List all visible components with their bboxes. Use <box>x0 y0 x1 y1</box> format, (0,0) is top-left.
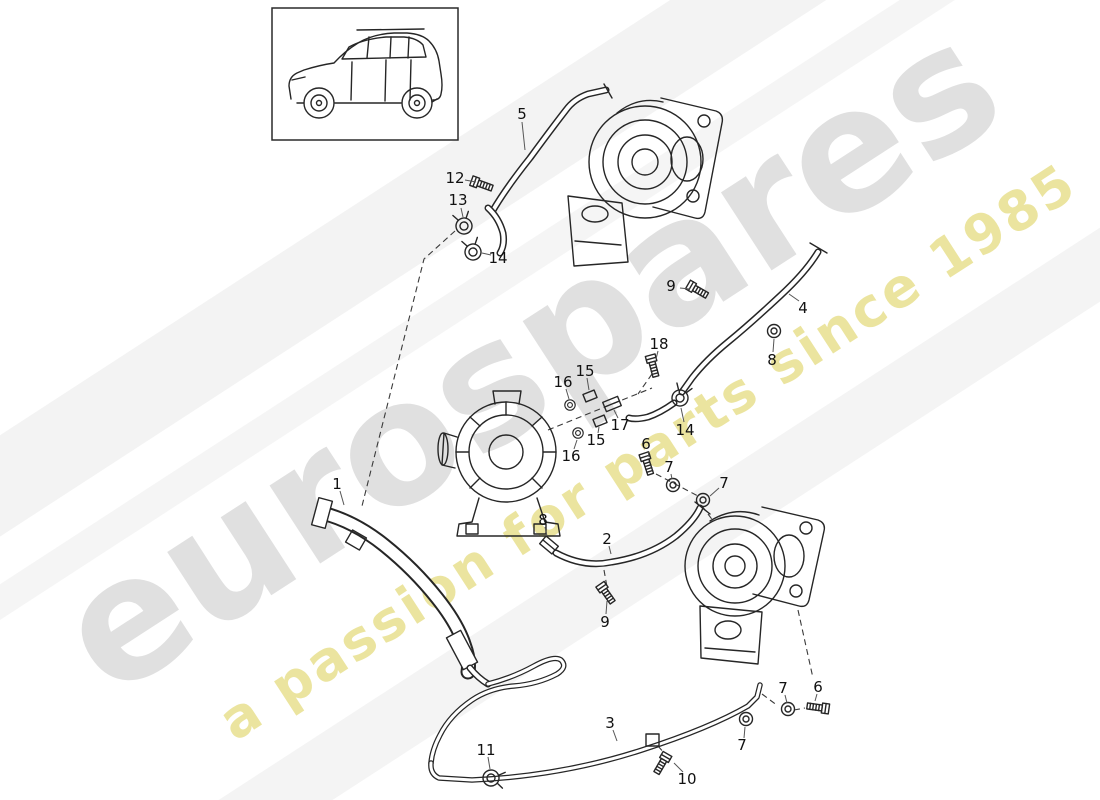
callout-label-13-2[interactable]: 13 <box>448 191 467 209</box>
vehicle-thumbnail <box>271 7 459 141</box>
swoosh-band-thin <box>0 0 1100 766</box>
tube-inner-highlight <box>680 250 820 394</box>
callout-label-16-12[interactable]: 16 <box>561 447 580 465</box>
callout-label-6-23[interactable]: 6 <box>813 678 823 696</box>
callout-label-9-20[interactable]: 9 <box>600 613 610 631</box>
callout-leader-line <box>605 600 608 615</box>
union-15a-part <box>582 389 598 403</box>
callout-leader-line <box>339 490 345 506</box>
pipe-1 <box>310 496 492 688</box>
callout-leader-line <box>670 473 673 480</box>
callout-label-7-16[interactable]: 7 <box>719 474 729 492</box>
callout-label-1-17[interactable]: 1 <box>332 475 342 493</box>
pump-assembly <box>437 390 561 537</box>
fittings-group <box>564 389 622 439</box>
callout-label-6-14[interactable]: 6 <box>641 435 651 453</box>
callout-leader-line <box>679 287 691 290</box>
callout-leader-line <box>680 407 685 423</box>
callout-label-15-11[interactable]: 15 <box>586 431 605 449</box>
porsche-cayenne-icon <box>288 28 443 119</box>
swoosh-band-upper <box>0 0 1100 719</box>
callout-label-5-0[interactable]: 5 <box>517 105 527 123</box>
callout-label-14-3[interactable]: 14 <box>488 249 507 267</box>
callout-label-16-8[interactable]: 16 <box>553 373 572 391</box>
washer-7c-part <box>738 711 754 727</box>
callout-leader-line <box>709 487 720 497</box>
callout-leader-line <box>544 526 548 537</box>
diagram-line-art <box>310 83 831 789</box>
callout-leader-line <box>487 756 491 770</box>
valve-17-part <box>602 395 622 413</box>
hose-bottom <box>428 655 567 766</box>
callout-label-7-22[interactable]: 7 <box>778 679 788 697</box>
pipe-3 <box>428 682 763 783</box>
callout-leader-line <box>464 179 477 183</box>
tube-inner-highlight <box>554 506 702 566</box>
callout-leader-line <box>772 338 775 353</box>
union-15b-part <box>592 414 608 428</box>
callout-label-8-18[interactable]: 8 <box>538 511 548 529</box>
callout-leader-line <box>460 207 464 218</box>
washer-7d-part <box>780 701 796 717</box>
tube-inner-highlight <box>490 88 608 214</box>
callout-leader-line <box>565 388 570 400</box>
callout-label-17-10[interactable]: 17 <box>610 416 629 434</box>
callout-leader-line <box>597 426 600 434</box>
turbocharger-upper <box>567 97 724 267</box>
callout-leader-line <box>784 694 788 704</box>
vehicle-thumbnail-frame <box>271 7 459 141</box>
pipe-4 <box>625 242 828 423</box>
callout-label-12-1[interactable]: 12 <box>445 169 464 187</box>
callout-label-7-24[interactable]: 7 <box>737 736 747 754</box>
turbocharger-lower <box>684 506 826 665</box>
callout-label-4-5[interactable]: 4 <box>798 299 808 317</box>
callout-leader-line <box>743 726 746 739</box>
callout-label-11-25[interactable]: 11 <box>476 741 495 759</box>
callout-label-15-9[interactable]: 15 <box>575 362 594 380</box>
callout-leader-line <box>814 693 818 702</box>
callout-label-9-4[interactable]: 9 <box>666 277 676 295</box>
clamp-14a-part <box>461 236 484 263</box>
hose-upper <box>484 204 508 257</box>
tube-inner-highlight <box>429 657 566 765</box>
callout-label-2-19[interactable]: 2 <box>602 530 612 548</box>
callout-label-18-7[interactable]: 18 <box>649 335 668 353</box>
callout-leader-line <box>586 377 590 391</box>
bolt-10-part <box>651 750 673 777</box>
hose-2 <box>552 501 711 568</box>
callout-label-7-15[interactable]: 7 <box>664 458 674 476</box>
callout-leader-line <box>647 450 650 458</box>
callout-label-10-26[interactable]: 10 <box>677 770 696 788</box>
callout-leader-line <box>612 729 618 742</box>
callout-leader-line <box>608 545 612 555</box>
callout-label-14-13[interactable]: 14 <box>675 421 694 439</box>
bolt-6b-part <box>805 700 831 715</box>
callout-leader-line <box>481 252 492 256</box>
callout-label-3-21[interactable]: 3 <box>605 714 615 732</box>
callout-leader-line <box>573 439 578 450</box>
tube-inner-highlight <box>429 683 762 782</box>
callout-leader-line <box>673 762 684 773</box>
callout-label-8-6[interactable]: 8 <box>767 351 777 369</box>
swoosh-band-lower <box>0 24 1100 800</box>
tube-inner-highlight <box>486 206 506 255</box>
tube-inner-highlight <box>627 401 676 421</box>
callout-leader-line <box>788 293 800 302</box>
callout-leader-line <box>521 121 526 151</box>
callout-leader-line <box>613 409 619 419</box>
callout-leader-line <box>655 350 659 360</box>
